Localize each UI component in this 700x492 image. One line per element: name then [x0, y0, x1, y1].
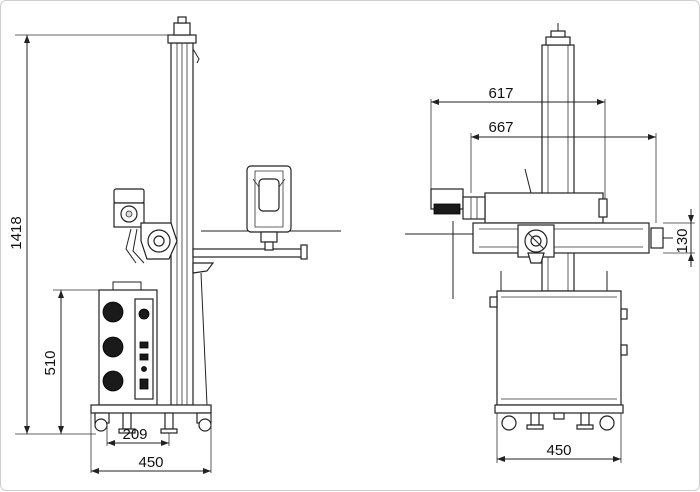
laser-head	[484, 192, 604, 224]
side-view: 1418 510	[8, 16, 341, 474]
beam	[472, 222, 650, 254]
dim-width-base-right: 450	[546, 442, 571, 459]
dim-beam-130: 130	[674, 228, 691, 253]
front-view: 617 667	[405, 23, 695, 463]
dim-reach-667: 667	[488, 119, 513, 136]
dim-depth-base: 209	[122, 426, 147, 443]
dim-reach-617: 617	[488, 85, 513, 102]
dim-width-base-left: 450	[138, 454, 163, 471]
cabinet	[496, 290, 622, 406]
dim-height-box: 510	[42, 350, 59, 375]
dim-height-total: 1418	[8, 216, 25, 249]
